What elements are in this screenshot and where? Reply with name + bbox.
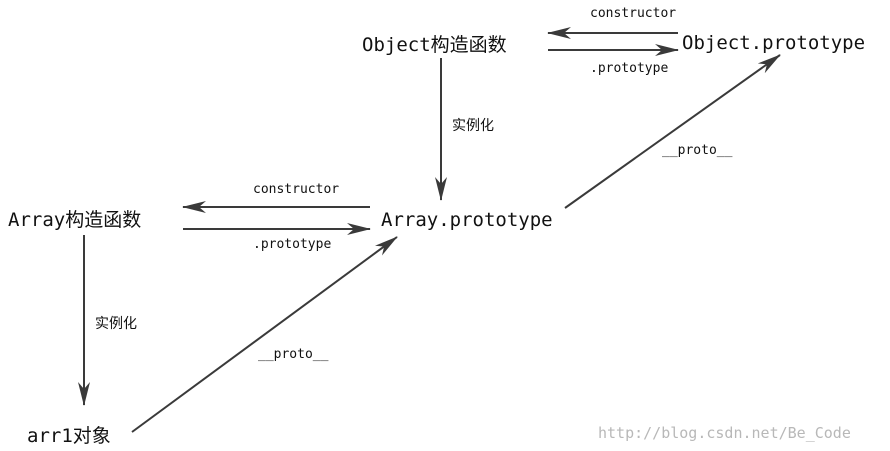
array-proto-to-object-proto-arrow xyxy=(564,54,781,209)
object-prototype-node: Object.prototype xyxy=(682,32,866,54)
arr1-object-node: arr1对象 xyxy=(27,425,111,447)
object-instantiate-label: 实例化 xyxy=(452,118,494,134)
array-instantiate-label: 实例化 xyxy=(95,316,137,332)
array-constructor-label: constructor xyxy=(253,182,340,197)
object-constructor-label: constructor xyxy=(590,6,677,21)
object-prototype-label: .prototype xyxy=(590,61,669,76)
array-prototype-node: Array.prototype xyxy=(381,209,553,231)
watermark-text: http://blog.csdn.net/Be_Code xyxy=(598,424,851,442)
array-constructor-node: Array构造函数 xyxy=(8,209,142,231)
array-proto-link-label: __proto__ xyxy=(662,143,733,158)
array-prototype-label: .prototype xyxy=(253,237,332,252)
arr1-proto-link-label: __proto__ xyxy=(258,347,329,362)
arr1-proto-to-array-proto-arrow xyxy=(131,236,398,433)
object-constructor-node: Object构造函数 xyxy=(362,34,507,56)
